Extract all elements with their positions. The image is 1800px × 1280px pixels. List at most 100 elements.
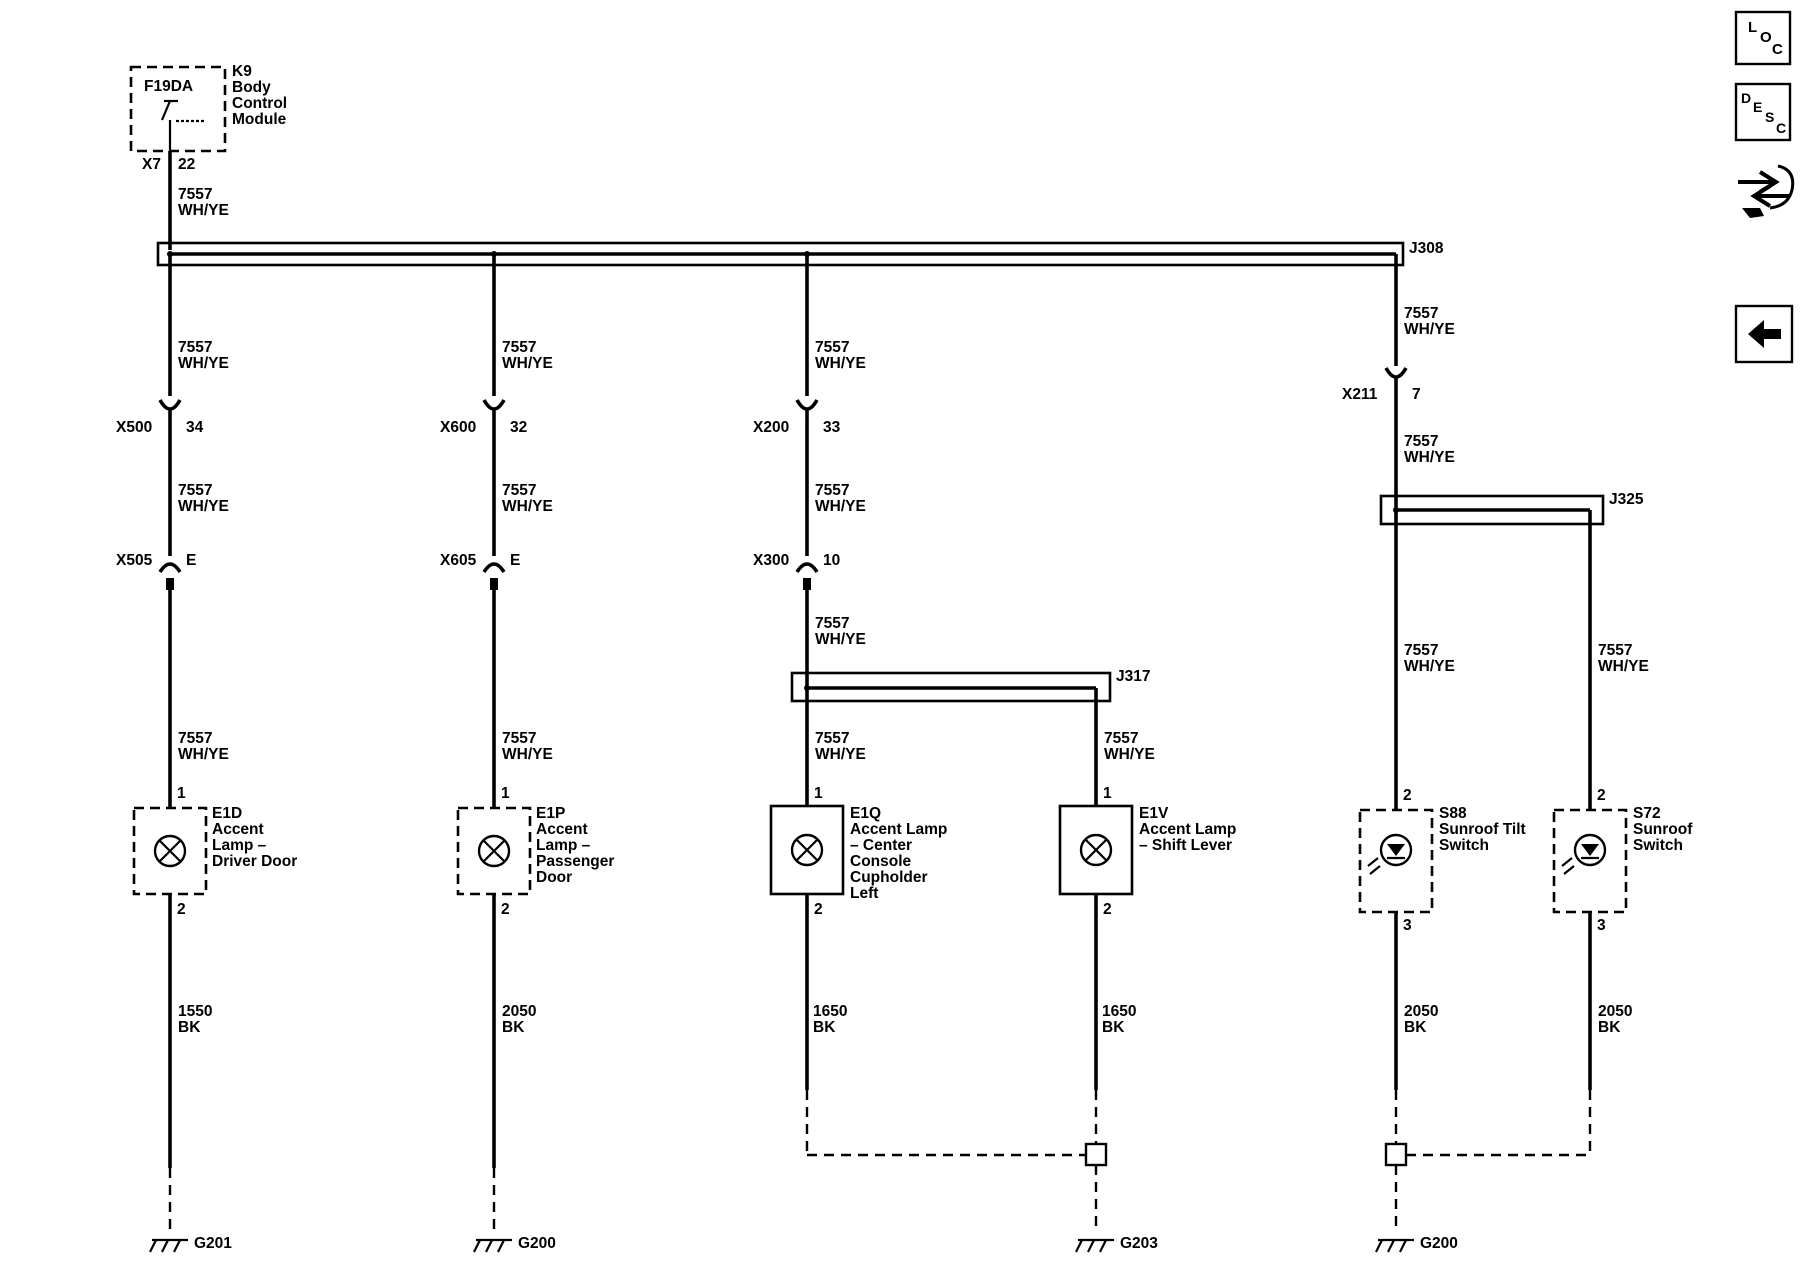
switch-led-icon (1367, 833, 1413, 875)
device-pin-label: 3 (1597, 917, 1606, 934)
wire-circuit-label: 7557 (815, 730, 849, 747)
ground-label: G200 (518, 1235, 556, 1252)
module-name-line: Module (232, 111, 287, 128)
wire-circuit-label: 2050 (1598, 1003, 1632, 1020)
body-control-module: F19DA K9 Body Control Module X7 22 (129, 63, 287, 173)
wire-circuit-label: 7557 (178, 186, 212, 203)
wire-color-label: WH/YE (1404, 321, 1455, 338)
device-id-label: S72 (1633, 805, 1661, 822)
lamp-bulb-icon (790, 833, 824, 867)
wire-color-label: WH/YE (502, 746, 553, 763)
inline-connector (158, 399, 182, 422)
wire-circuit-label: 7557 (502, 482, 536, 499)
wire-color-label: WH/YE (178, 202, 229, 219)
ground-label: G200 (1420, 1235, 1458, 1252)
wire-color-label: WH/YE (178, 355, 229, 372)
wire-color-label: WH/YE (1598, 658, 1649, 675)
wire-color-label: WH/YE (178, 746, 229, 763)
desc-button[interactable]: D E S C (1734, 82, 1792, 142)
connector-pin-label: 33 (823, 419, 841, 436)
device-pin-label: 1 (1103, 785, 1112, 802)
device-name-line: Lamp – (536, 837, 591, 854)
wire-color-label: WH/YE (815, 498, 866, 515)
connector-pin-label: 7 (1412, 386, 1421, 403)
wire-circuit-label: 1650 (1102, 1003, 1136, 1020)
splice-j308: J308 (156, 240, 1444, 267)
device-name-line: Passenger (536, 853, 614, 870)
inline-connector (795, 562, 819, 590)
splice-label: J317 (1116, 668, 1150, 685)
device-name-line: Lamp – (212, 837, 267, 854)
connector-pin-label: 32 (510, 419, 527, 436)
desc-letter: C (1776, 120, 1786, 136)
loc-letter: C (1772, 41, 1783, 58)
device-name-line: Accent Lamp (850, 821, 947, 838)
device-pin-label: 2 (177, 901, 186, 918)
wire-color-label: WH/YE (178, 498, 229, 515)
wire-color-label: BK (178, 1019, 201, 1036)
desc-letter: E (1753, 99, 1762, 115)
wire-color-label: WH/YE (815, 746, 866, 763)
device-name-line: Accent Lamp (1139, 821, 1236, 838)
device-id-label: E1Q (850, 805, 881, 822)
wire-color-label: WH/YE (502, 355, 553, 372)
lamp-bulb-icon (477, 834, 511, 868)
device-name-line: Accent (536, 821, 588, 838)
wire-circuit-label: 7557 (815, 615, 849, 632)
desc-letter: D (1741, 90, 1751, 106)
splice-label: J325 (1609, 491, 1644, 508)
loc-letter: L (1748, 19, 1757, 36)
device-pin-label: 2 (1403, 787, 1412, 804)
connector-name-label: X200 (753, 419, 789, 436)
device-name-line: – Shift Lever (1139, 837, 1232, 854)
wire-color-label: BK (1404, 1019, 1427, 1036)
ground-icon (473, 1238, 512, 1253)
device-name-line: Switch (1633, 837, 1683, 854)
module-name-line: Body (232, 79, 271, 96)
wire-circuit-label: 7557 (1404, 642, 1438, 659)
device-name-line: Left (850, 885, 878, 902)
ground-bond-node (1084, 1142, 1108, 1167)
device-name-line: Sunroof (1633, 821, 1693, 838)
inline-connector (482, 562, 506, 590)
branch-console: 7557 WH/YE X200 33 7557 WH/YE X300 10 75… (753, 254, 1236, 1253)
device-pin-label: 1 (814, 785, 823, 802)
ground-icon (1075, 1238, 1114, 1253)
wire-circuit-label: 7557 (502, 339, 536, 356)
device-pin-label: 3 (1403, 917, 1412, 934)
ground-label: G201 (194, 1235, 232, 1252)
wire-circuit-label: 7557 (1404, 433, 1438, 450)
device-pin-label: 2 (1103, 901, 1112, 918)
wire-top: 7557 WH/YE (168, 151, 229, 250)
wire-color-label: BK (1598, 1019, 1621, 1036)
wire-color-label: WH/YE (815, 355, 866, 372)
connector-pin-label: 10 (823, 552, 840, 569)
ground-icon (1375, 1238, 1414, 1253)
device-name-line: Cupholder (850, 869, 928, 886)
device-name-line: – Center (850, 837, 912, 854)
branch-passenger-door: 7557 WH/YE X600 32 7557 WH/YE X605 E 755… (440, 254, 614, 1253)
module-pin-label: 22 (178, 156, 195, 173)
connector-pin-label: E (186, 552, 196, 569)
inline-connector (1384, 367, 1408, 390)
module-name-line: K9 (232, 63, 252, 80)
device-pin-label: 1 (501, 785, 510, 802)
device-pin-label: 1 (177, 785, 186, 802)
back-arrow-icon[interactable] (1734, 304, 1794, 364)
wire-circuit-label: 7557 (1404, 305, 1438, 322)
connector-name-label: X500 (116, 419, 152, 436)
inline-connector (795, 399, 819, 422)
device-name-line: Door (536, 869, 572, 886)
wire-circuit-label: 7557 (178, 339, 212, 356)
wire-circuit-label: 2050 (502, 1003, 536, 1020)
ground-bond-node (1384, 1142, 1408, 1167)
wire-color-label: WH/YE (1404, 658, 1455, 675)
device-id-label: S88 (1439, 805, 1467, 822)
inline-connector (482, 399, 506, 422)
wire-color-label: BK (502, 1019, 525, 1036)
connector-tools-icon[interactable] (1738, 164, 1795, 218)
loc-button[interactable]: L O C (1734, 10, 1792, 66)
splice-j325: J325 (1379, 491, 1644, 526)
module-outline (129, 65, 227, 153)
ground-icon (149, 1238, 188, 1253)
